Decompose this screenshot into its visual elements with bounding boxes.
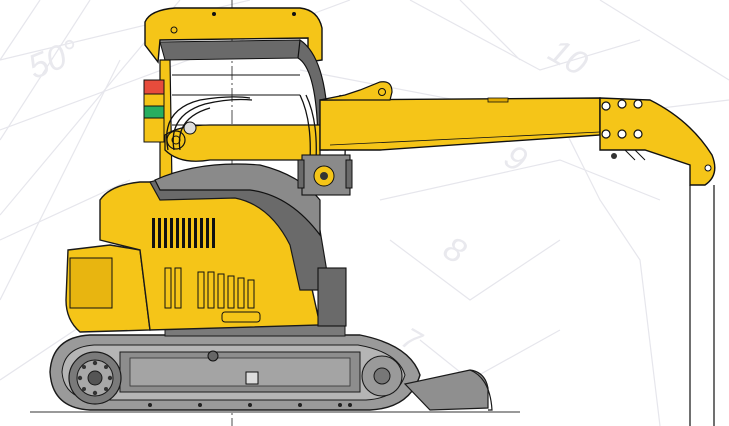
range-label-9: 9 xyxy=(498,137,533,179)
boom-head-bolts xyxy=(601,99,643,139)
range-label-10: 10 xyxy=(542,32,594,84)
telescopic-boom xyxy=(319,81,716,186)
boom-pivot-pin xyxy=(183,121,197,135)
track-label-plate xyxy=(245,371,259,385)
rear-tool-box xyxy=(317,267,347,327)
winch-unit xyxy=(297,154,353,196)
range-label-50deg: 50° xyxy=(23,32,85,86)
drive-sprocket xyxy=(68,351,122,405)
dozer-blade xyxy=(403,369,493,411)
tank-cap xyxy=(221,311,261,323)
warning-light xyxy=(143,79,165,143)
upper-body xyxy=(65,173,347,333)
engine-louvres-upper xyxy=(152,218,215,248)
range-label-8: 8 xyxy=(437,229,472,271)
hoist-ropes xyxy=(689,185,715,426)
engine-louvres-lower xyxy=(164,267,255,309)
crawler-track xyxy=(49,334,421,411)
